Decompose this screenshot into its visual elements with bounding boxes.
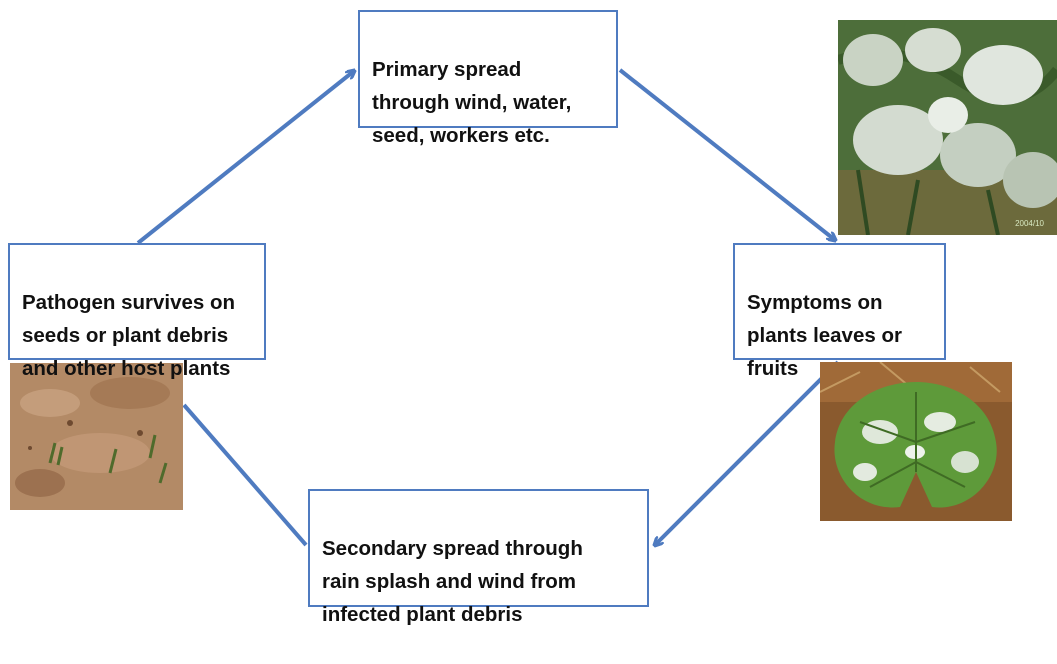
node-pathogen-survives-text: Pathogen survives on seeds or plant debr… — [22, 291, 236, 380]
disease-cycle-diagram: 2004/10 Primary spread through wind, wat… — [8, 0, 1057, 626]
arrow-primary-to-symptoms — [618, 68, 835, 240]
node-primary-spread: Primary spread through wind, water, seed… — [358, 10, 618, 147]
node-secondary-spread: Secondary spread through rain splash and… — [308, 489, 649, 626]
node-symptoms: Symptoms on plants leaves or fruits — [733, 243, 946, 380]
node-pathogen-survives: Pathogen survives on seeds or plant debr… — [8, 243, 266, 380]
connector-secondary-to-pathogen — [182, 403, 308, 547]
node-symptoms-text: Symptoms on plants leaves or fruits — [747, 291, 902, 380]
soil-seedlings-photo — [10, 363, 183, 510]
arrow-pathogen-to-primary — [136, 71, 354, 245]
node-secondary-spread-text: Secondary spread through rain splash and… — [322, 537, 583, 626]
cycle-arrows — [136, 0, 840, 598]
node-primary-spread-text: Primary spread through wind, water, seed… — [372, 58, 572, 147]
arrow-symptoms-to-secondary — [655, 360, 840, 545]
powdery-mildew-leaves-photo: 2004/10 — [838, 20, 1057, 235]
powdery-mildew-leaf-photo — [820, 362, 1012, 521]
photo-watermark: 2004/10 — [1015, 219, 1044, 228]
